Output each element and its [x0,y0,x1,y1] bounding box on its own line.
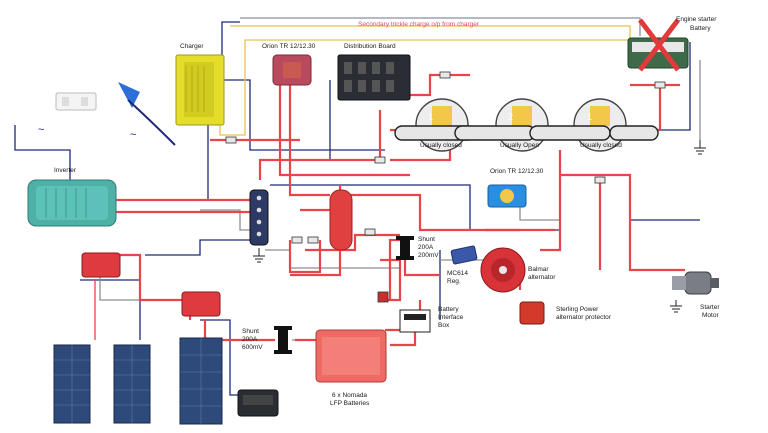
charger-label: Charger [180,43,204,50]
socket-wire [14,125,71,195]
shunt-top-label-2: 200A [418,244,434,251]
engine-starter-battery-icon [627,18,689,72]
battery-interface-label-3: Box [438,322,450,329]
battery-interface-box-icon [399,309,431,333]
balmar-alternator-icon [480,247,526,293]
starter-motor-label-1: Starter [700,304,720,311]
mc614-regulator-icon [450,245,478,265]
solar-controller-2-icon [181,291,221,317]
ac-symbol-icon: ~ [38,124,44,136]
shunt-top-label-1: Shunt [418,236,435,243]
mc614-label-2: Reg. [447,278,461,285]
trickle-wire-yellow [230,25,631,40]
distribution-board-label: Distribution Board [344,43,396,50]
balmar-label-1: Balmar [528,266,549,273]
trickle-wire-grey [240,17,641,36]
sterling-label-2: alternator protector [556,314,611,321]
charger-feed-wire [221,21,240,60]
usually-closed-2-label: Usually closed [580,142,622,149]
battery-interface-label-2: Interface [438,314,464,321]
solar-grid [54,338,222,424]
trickle-charge-label: Secondary trickle charge o/p from charge… [358,21,480,28]
shore-plug-icon [118,82,176,146]
ac-symbol-icon-2: ~ [130,129,136,141]
balmar-label-2: alternator [528,274,556,281]
orion-mid-icon [487,184,527,208]
shunt-bottom-label-3: 600mV [242,344,263,351]
battery-monitor-icon [237,389,279,417]
ground-icon [253,140,706,313]
starter-motor-label-2: Motor [702,312,719,319]
switch-3-number: 1 [587,112,593,122]
engine-starter-label-1: Engine starter [676,16,717,23]
shunt-top-label-3: 200mV [418,252,439,259]
inverter-icon [27,179,117,227]
shunt-bottom-label-1: Shunt [242,328,259,335]
shunt-bottom-label-2: 200A [242,336,258,343]
distribution-board-icon [337,54,411,101]
negative-busbar-icon [249,189,269,246]
solar-controller-1-icon [81,252,121,278]
lfp-batteries-icon [315,329,387,383]
charger-icon [175,54,225,126]
engine-starter-label-2: Battery [690,25,711,32]
switch-1-number: 1 [428,112,434,122]
usually-closed-1-label: Usually closed [420,142,462,149]
switch-2-number: 2 [508,112,514,122]
positive-busbar-icon [329,189,353,251]
batteries-label-1: 6 x Nomada [332,392,368,399]
orion-top-icon [272,54,312,86]
orion-top-label: Orion TR 12/12.30 [262,43,316,50]
usually-open-label: Usually Open [500,142,540,149]
sterling-label-1: Sterling Power [556,306,599,313]
batteries-label-2: LFP Batteries [330,400,370,407]
mc614-label-1: MC614 [447,270,468,277]
wall-socket-icon [55,92,97,111]
shunt-top-icon [396,236,414,260]
battery-interface-label-1: Battery [438,306,459,313]
shunt-bottom-icon [274,326,292,354]
orion-mid-label: Orion TR 12/12.30 [490,168,544,175]
inverter-label: Inverter [54,167,77,174]
inline-fuses [225,71,666,303]
starter-motor-icon [672,271,719,295]
sterling-protector-icon [519,301,545,325]
switch-bus-bar [394,125,659,141]
